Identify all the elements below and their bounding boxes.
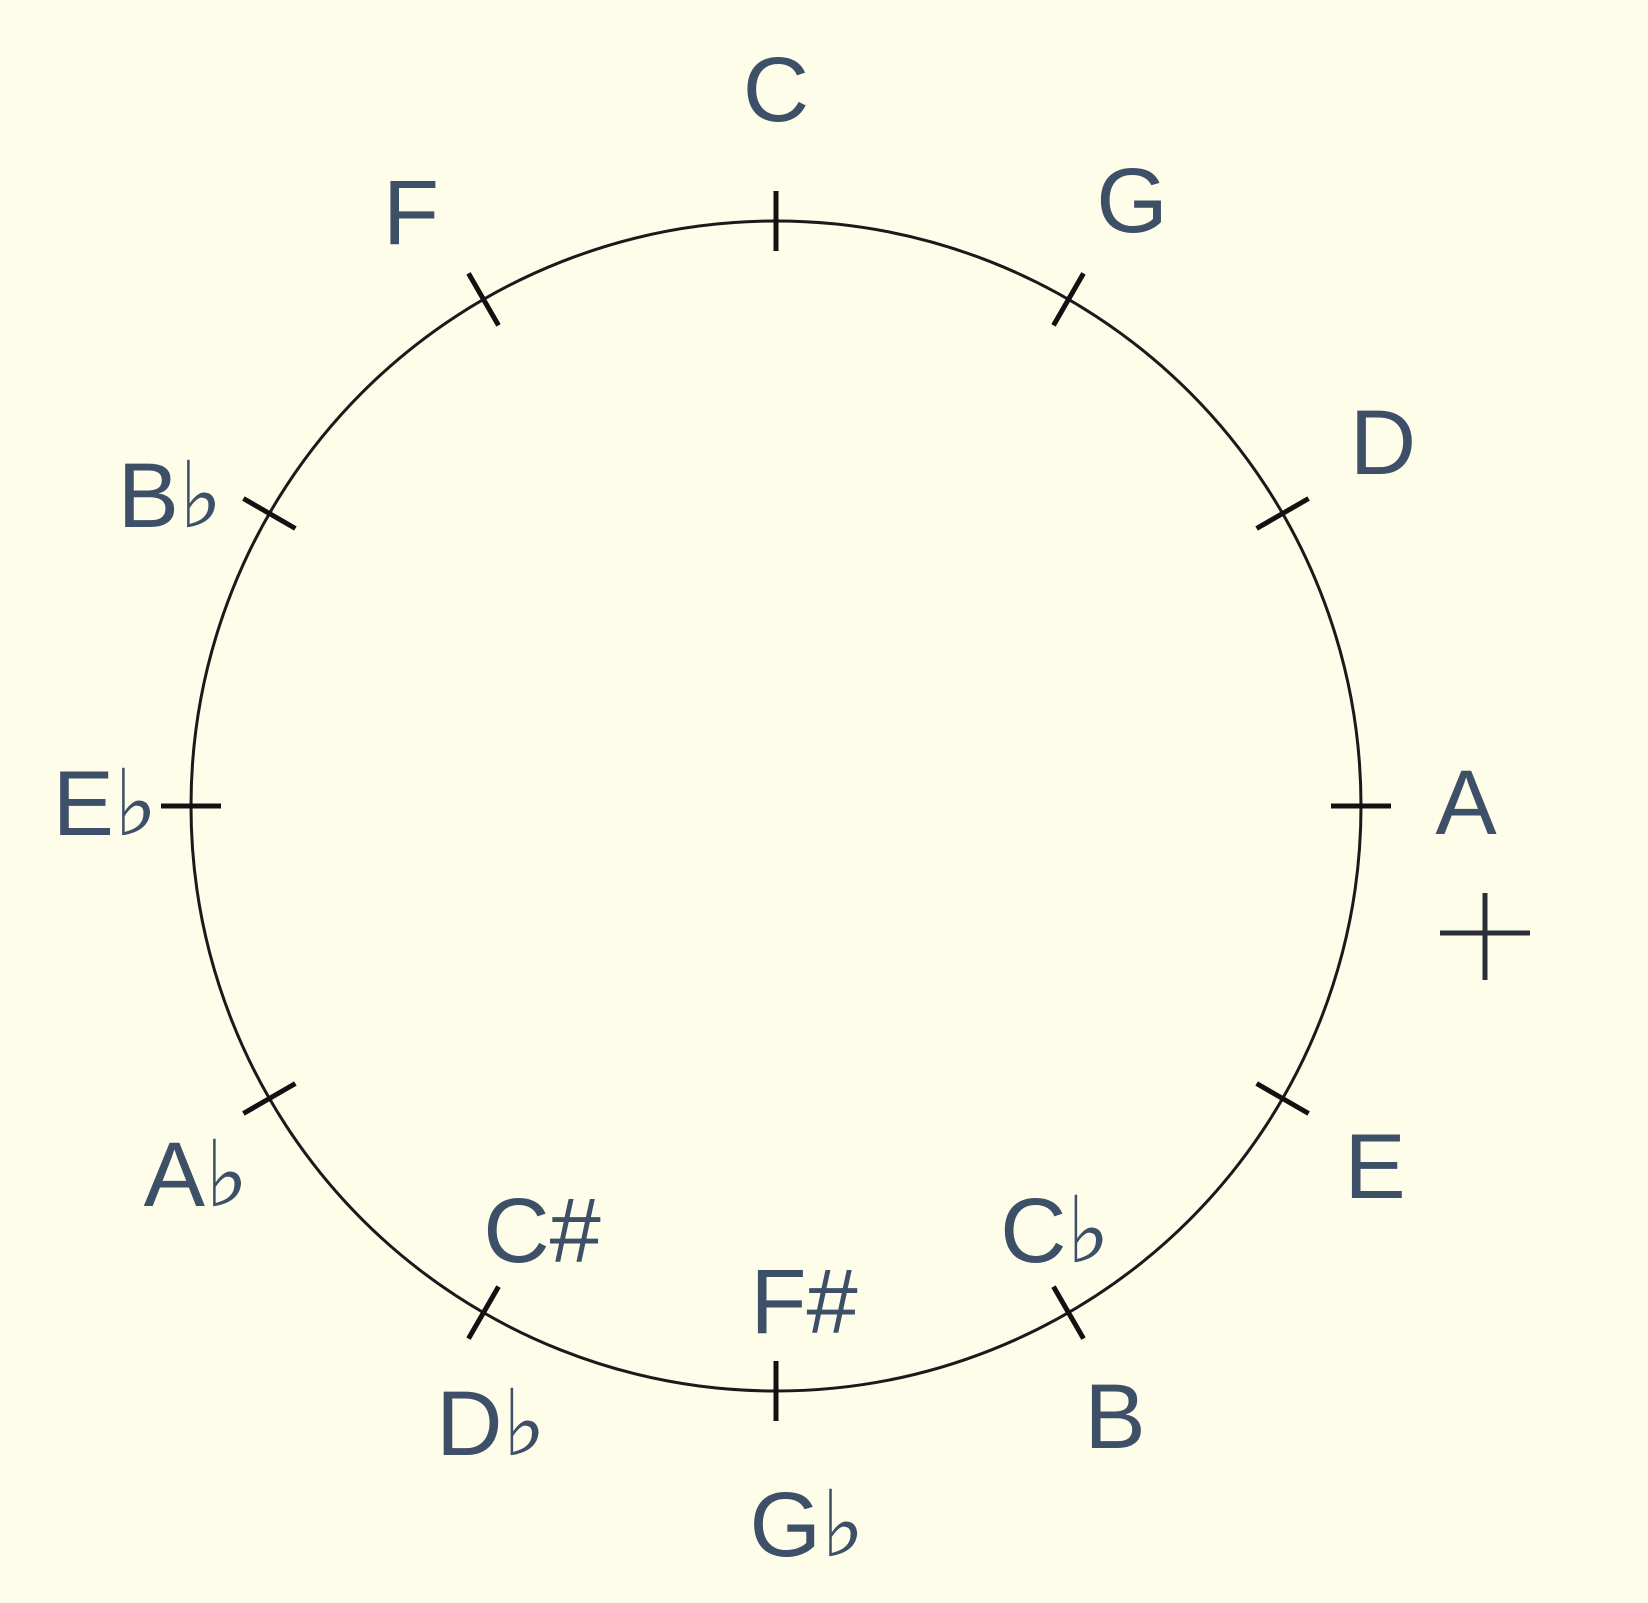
tick-mark-2 <box>1255 496 1310 531</box>
note-label-f: F <box>383 162 439 264</box>
tick-marks <box>161 191 1391 1421</box>
plus-icon <box>1440 893 1530 980</box>
note-label-d: D <box>1350 392 1416 494</box>
note-label-d-flat: D♭ <box>436 1373 546 1475</box>
note-label-a: A <box>1435 752 1497 854</box>
tick-mark-8 <box>242 1081 297 1116</box>
note-label-c-sharp: C# <box>483 1180 601 1282</box>
note-label-b-flat: B♭ <box>118 445 223 547</box>
note-label-e: E <box>1344 1116 1405 1218</box>
note-label-a-flat: A♭ <box>144 1124 249 1226</box>
note-label-g-flat: G♭ <box>750 1474 865 1576</box>
circle-outline <box>189 219 1363 1393</box>
note-label-e-flat: E♭ <box>53 753 158 855</box>
tick-mark-1 <box>1051 272 1086 327</box>
note-label-b: B <box>1084 1366 1145 1468</box>
note-label-g: G <box>1096 150 1168 252</box>
tick-mark-7 <box>466 1285 501 1340</box>
tick-mark-11 <box>466 272 501 327</box>
tick-mark-4 <box>1255 1081 1310 1116</box>
note-label-c-flat: C♭ <box>1000 1180 1110 1282</box>
note-label-c: C <box>743 39 809 141</box>
tick-mark-5 <box>1051 1285 1086 1340</box>
tick-mark-10 <box>242 496 297 531</box>
note-label-f-sharp: F# <box>750 1251 857 1353</box>
